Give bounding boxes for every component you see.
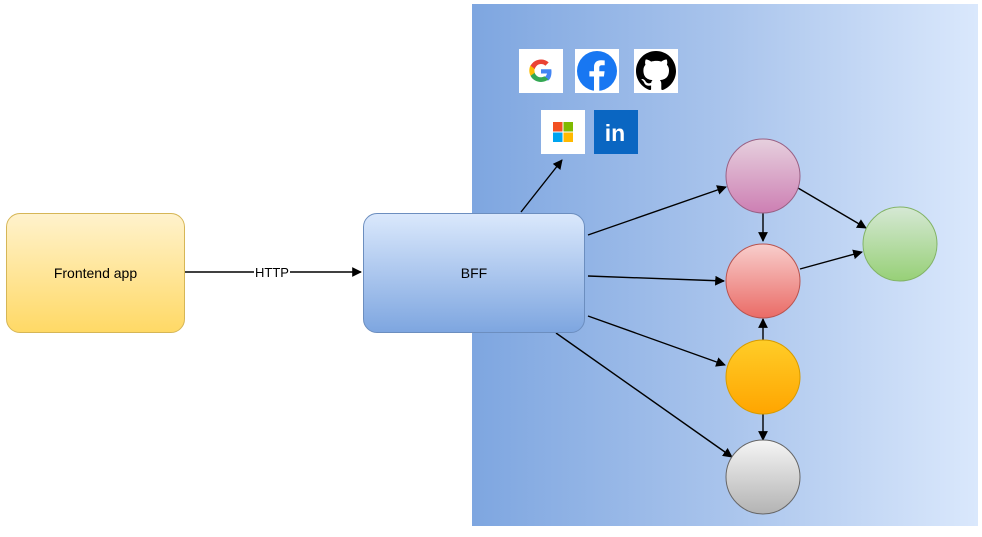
facebook-icon (575, 49, 619, 93)
edge-bff-red (587, 275, 725, 286)
service-node-pink (725, 138, 801, 214)
edge-bff-pink (587, 185, 727, 236)
google-icon (519, 49, 563, 93)
bff-node[interactable]: BFF (363, 213, 585, 333)
edge-bff-idp (520, 159, 563, 213)
edge-bff-grey (555, 332, 733, 458)
frontend-app-label: Frontend app (53, 265, 138, 281)
http-edge-label: HTTP (254, 265, 290, 280)
service-node-green (862, 206, 938, 282)
edge-pink-green (797, 187, 867, 229)
github-icon (634, 49, 678, 93)
service-node-orange (725, 339, 801, 415)
edge-bff-orange (587, 315, 726, 367)
bff-label: BFF (460, 265, 488, 281)
edge-red-green (799, 249, 863, 270)
microsoft-icon (541, 110, 585, 154)
service-node-grey (725, 439, 801, 515)
frontend-app-node[interactable]: Frontend app (6, 213, 185, 333)
linkedin-icon-text: in (605, 120, 625, 146)
service-node-red (725, 243, 801, 319)
linkedin-icon: in (594, 110, 638, 154)
